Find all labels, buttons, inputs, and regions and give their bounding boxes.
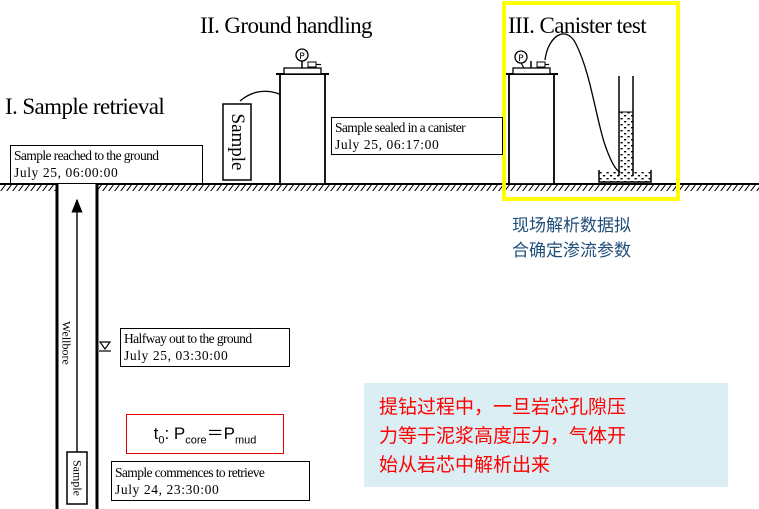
event-reached: Sample reached to the ground July 25, 06… xyxy=(10,145,203,184)
callout-line3: 始从岩芯中解析出来 xyxy=(379,454,551,476)
formula-t-subscript: 0 xyxy=(158,434,165,447)
formula-equals-p: ＝P xyxy=(206,424,235,443)
event-reached-time: July 25, 06:00:00 xyxy=(14,165,119,180)
event-halfway: Halfway out to the ground July 25, 03:30… xyxy=(120,328,290,367)
ground-surface xyxy=(0,183,759,191)
gas-tube xyxy=(544,33,621,173)
event-commence-title: Sample commences to retrieve xyxy=(115,465,265,480)
callout-note: 提钻过程中，一旦岩芯孔隙压 力等于泥浆高度压力，气体开 始从岩芯中解析出来 xyxy=(364,383,728,487)
wellbore-label: Wellbore xyxy=(59,321,74,365)
sample-in-well xyxy=(66,451,88,505)
event-commence-time: July 24, 23:30:00 xyxy=(115,482,220,497)
formula-mud-subscript: mud xyxy=(235,434,257,447)
initial-condition-formula: t0: Pcore＝Pmud xyxy=(126,414,284,454)
water-level-icon xyxy=(98,341,112,352)
canister-test-highlight xyxy=(502,1,680,201)
fitting-note: 现场解析数据拟 合确定渗流参数 xyxy=(512,214,631,264)
event-halfway-time: July 25, 03:30:00 xyxy=(124,348,229,363)
stage1-heading: I. Sample retrieval xyxy=(5,94,165,119)
canister-ground: P xyxy=(276,48,329,185)
sample-label-well: Sample xyxy=(70,460,85,496)
event-halfway-title: Halfway out to the ground xyxy=(124,331,252,346)
sample-block-ground xyxy=(222,103,252,181)
fitting-note-line1: 现场解析数据拟 xyxy=(512,216,631,236)
stage2-heading: II. Ground handling xyxy=(200,13,373,38)
formula-core-subscript: core xyxy=(185,434,207,447)
formula-t: t xyxy=(153,424,159,443)
gauge-label-ground: P xyxy=(299,52,305,62)
gauge-label-test: P xyxy=(518,54,524,64)
event-sealed: Sample sealed in a canister July 25, 06:… xyxy=(331,117,503,155)
stage3-heading: III. Canister test xyxy=(508,13,647,38)
event-sealed-time: July 25, 06:17:00 xyxy=(335,137,440,152)
callout-line2: 力等于泥浆高度压力，气体开 xyxy=(379,425,627,447)
event-reached-title: Sample reached to the ground xyxy=(14,148,159,163)
callout-line1: 提钻过程中，一旦岩芯孔隙压 xyxy=(379,396,627,418)
formula-p-core: : P xyxy=(164,424,186,443)
canister-test: P xyxy=(505,50,558,185)
event-sealed-title: Sample sealed in a canister xyxy=(335,120,466,135)
graduated-cylinder xyxy=(598,76,652,183)
event-commence: Sample commences to retrieve July 24, 23… xyxy=(111,461,310,501)
sample-label-ground: Sample xyxy=(227,113,248,171)
fitting-note-line2: 合确定渗流参数 xyxy=(512,241,631,261)
